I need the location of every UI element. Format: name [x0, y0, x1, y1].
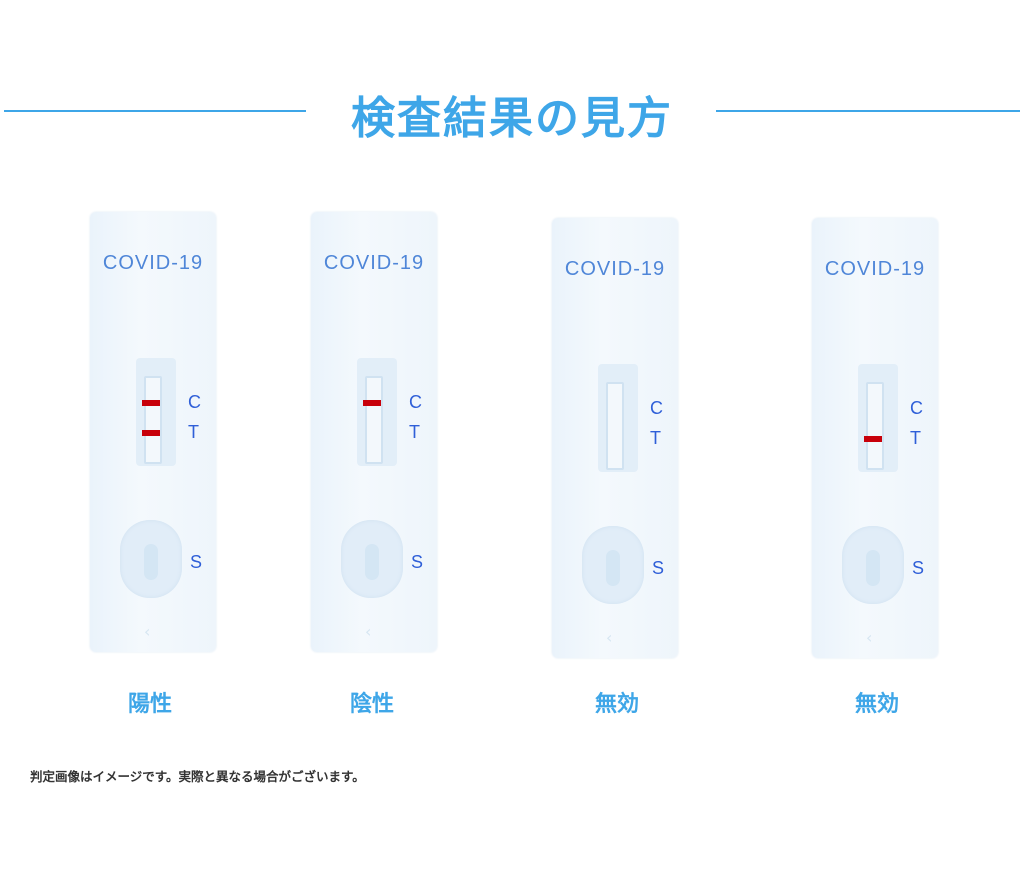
test-label: T	[650, 428, 661, 448]
brand-label: COVID-19	[824, 258, 926, 280]
test-label: T	[910, 428, 921, 448]
control-line	[142, 400, 160, 406]
brand-label: COVID-19	[102, 252, 204, 274]
control-label: C	[650, 398, 663, 418]
test-card: COVID-19 C T S ‹	[311, 212, 437, 652]
brand-label: COVID-19	[564, 258, 666, 280]
test-card: COVID-19 C T S ‹	[552, 218, 678, 658]
title-rule-right	[716, 110, 1020, 112]
sample-hole	[866, 550, 880, 586]
test-label: T	[188, 422, 199, 442]
result-strip	[866, 382, 884, 470]
sample-label: S	[912, 558, 925, 578]
sample-hole	[144, 544, 158, 580]
sample-label: S	[411, 552, 424, 572]
sample-label: S	[652, 558, 665, 578]
sample-hole	[365, 544, 379, 580]
test-label: T	[409, 422, 420, 442]
test-line	[142, 430, 160, 436]
arrow-icon: ‹	[365, 622, 372, 641]
test-card: COVID-19 C T S ‹	[812, 218, 938, 658]
control-label: C	[910, 398, 923, 418]
control-label: C	[409, 392, 422, 412]
result-label: 陽性	[127, 692, 172, 717]
result-label: 無効	[594, 692, 639, 717]
disclaimer-note: 判定画像はイメージです。実際と異なる場合がございます。	[30, 769, 365, 784]
test-line	[864, 436, 882, 442]
control-label: C	[188, 392, 201, 412]
arrow-icon: ‹	[606, 628, 613, 647]
sample-hole	[606, 550, 620, 586]
result-label: 無効	[854, 692, 899, 717]
result-strip	[144, 376, 162, 464]
arrow-icon: ‹	[144, 622, 151, 641]
page-title: 検査結果の見方	[351, 93, 673, 144]
result-label: 陰性	[349, 692, 394, 717]
brand-label: COVID-19	[323, 252, 425, 274]
test-card: COVID-19 C T S ‹	[90, 212, 216, 652]
result-strip	[606, 382, 624, 470]
result-strip	[365, 376, 383, 464]
control-line	[363, 400, 381, 406]
arrow-icon: ‹	[866, 628, 873, 647]
sample-label: S	[190, 552, 203, 572]
title-rule-left	[4, 110, 306, 112]
